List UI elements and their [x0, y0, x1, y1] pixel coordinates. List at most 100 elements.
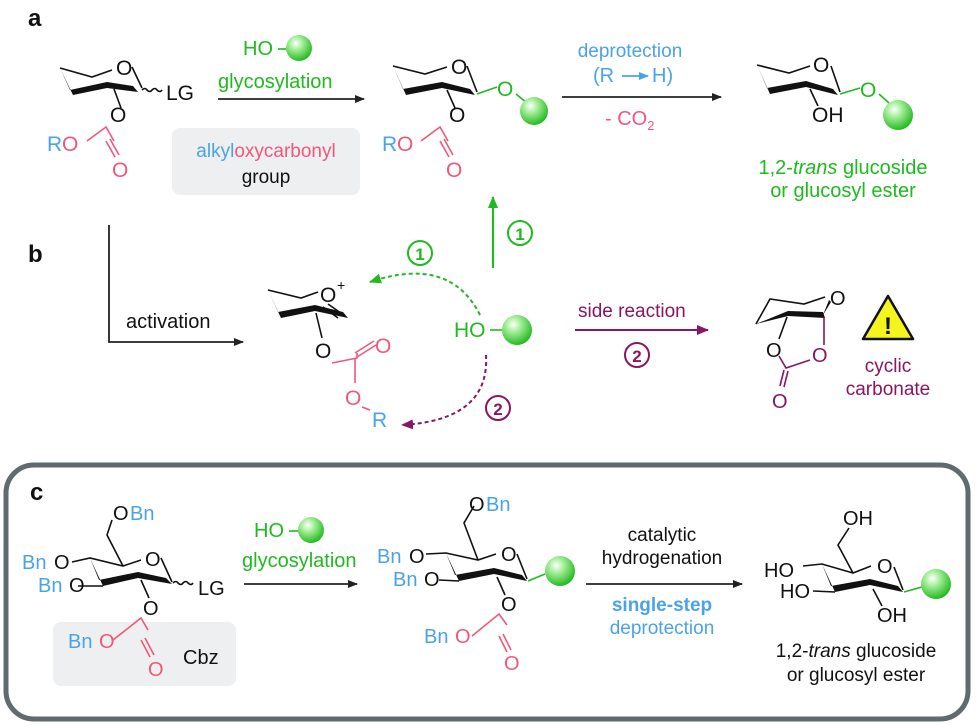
- intermediate-molecule-c: O Bn Bn O Bn O O O Bn O O: [377, 494, 575, 675]
- ring-oxygen: O: [813, 54, 829, 77]
- single-step-label: single-step: [612, 595, 712, 616]
- positive-charge: +: [337, 277, 345, 293]
- acceptor-ball-icon: [502, 315, 532, 345]
- condition-glycosylation: glycosylation: [242, 550, 357, 572]
- carbonate-caption-line1: cyclic: [865, 356, 911, 377]
- path2-badge-number: 2: [493, 400, 502, 419]
- ho4-label: HO: [764, 560, 794, 582]
- panel-c-label: c: [30, 479, 43, 506]
- r-to-h-close: H): [652, 65, 673, 87]
- leaving-group-label: LG: [166, 82, 194, 105]
- bn3-label: Bn: [38, 575, 62, 597]
- path2-badge: [485, 395, 511, 421]
- o-left: O: [766, 340, 782, 362]
- o2-label: O: [143, 598, 159, 620]
- catalytic-label: catalytic: [628, 525, 697, 546]
- path1-up-badge: [507, 220, 533, 246]
- bn6-label: Bn: [130, 503, 154, 525]
- o-right: O: [812, 345, 828, 367]
- path1-up-badge-number: 1: [515, 225, 524, 244]
- intermediate-molecule-a: O O O R O O: [382, 56, 548, 182]
- ester-oxygen: O: [397, 133, 413, 156]
- alkyloxycarbonyl-box: alkyloxycarbonyl group: [172, 128, 360, 195]
- bn-ester-label: Bn: [68, 631, 92, 653]
- glycosidic-oxygen: O: [860, 79, 876, 102]
- ring-oxygen: O: [145, 549, 161, 571]
- cyclic-carbonate: O O O O cyclic carbonate: [755, 288, 931, 413]
- o2-label: O: [449, 104, 465, 127]
- deprotection-step-a: deprotection (R H) - CO2: [562, 41, 722, 133]
- r-to-h-open: (R: [593, 65, 614, 87]
- ring-oxygen: O: [877, 556, 893, 578]
- box-line2: group: [242, 167, 291, 188]
- minus-co2-label: - CO2: [605, 108, 654, 133]
- ring-oxygen: O: [451, 56, 467, 79]
- product-caption-line2: or glucosyl ester: [787, 665, 926, 686]
- deprotection-label: deprotection: [578, 41, 683, 62]
- carbonyl-oxygen: O: [446, 159, 462, 182]
- carbonyl-oxygen: O: [112, 159, 128, 182]
- panel-b-label: b: [28, 241, 43, 268]
- bn6-label: Bn: [486, 494, 510, 516]
- donor-molecule-c: O Bn Bn O Bn O O LG O Bn O O Cbz: [22, 503, 225, 681]
- activation-step: activation: [108, 225, 244, 346]
- carbonyl-oxygen: O: [504, 653, 520, 675]
- oxonium-oxygen: O: [320, 284, 336, 307]
- bn3-label: Bn: [393, 569, 417, 591]
- glycosylation-step-c: HO glycosylation: [242, 517, 358, 588]
- acceptor-ball-icon: [520, 97, 548, 125]
- r-group-label: R: [372, 409, 387, 432]
- oxocarbenium-ion: O + O O O R: [267, 277, 391, 432]
- hydrogenation-label: hydrogenation: [602, 548, 722, 569]
- path1-badge: [407, 240, 433, 266]
- donor-molecule-a: O LG O R O O: [47, 57, 194, 182]
- side-reaction-badge-number: 2: [632, 347, 641, 366]
- acceptor-ball-icon: [545, 556, 575, 586]
- warning-icon: !: [861, 294, 915, 341]
- carbonyl-oxygen: O: [148, 659, 164, 681]
- ho3-label: HO: [780, 581, 810, 603]
- carbonyl-oxygen: O: [772, 391, 788, 413]
- hydrogenation-step-c: catalytic hydrogenation single-step depr…: [586, 525, 743, 639]
- acceptor-ball-icon: [298, 517, 324, 543]
- activation-label: activation: [126, 311, 211, 333]
- cbz-box: [53, 622, 236, 686]
- carbonyl-oxygen: O: [375, 335, 391, 358]
- ester-oxygen: O: [62, 133, 78, 156]
- ring-oxygen: O: [501, 544, 517, 566]
- oh6-label: OH: [843, 508, 873, 530]
- ester-oxygen: O: [345, 387, 361, 410]
- acceptor-ball-icon: [883, 100, 913, 130]
- ring-oxygen: O: [116, 57, 132, 80]
- glycosylation-step-a: HO glycosylation: [218, 35, 365, 103]
- reagent-ho: HO: [243, 38, 273, 60]
- oh-label: OH: [812, 104, 844, 127]
- path1-badge-number: 1: [415, 245, 424, 264]
- r-group-label: R: [382, 133, 397, 156]
- reagent-ho: HO: [254, 520, 284, 542]
- path1-dashed-arrow: [369, 272, 481, 316]
- oh2-label: OH: [877, 605, 907, 627]
- bn-ester-label: Bn: [424, 626, 448, 648]
- o2-label: O: [501, 594, 517, 616]
- carbonate-caption-line2: carbonate: [846, 379, 931, 400]
- side-reaction-step: side reaction 2: [575, 301, 709, 368]
- r-group-label: R: [47, 133, 62, 156]
- glycosidic-oxygen: O: [497, 78, 513, 101]
- ester-oxygen: O: [455, 626, 471, 648]
- ring-oxygen: O: [830, 288, 846, 310]
- nucleophile: HO: [454, 315, 532, 345]
- nucleophile-ho: HO: [454, 319, 486, 342]
- product-caption-line1: 1,2-trans glucoside: [759, 157, 928, 179]
- product-caption-line1: 1,2-trans glucoside: [776, 641, 937, 662]
- o4-label: O: [54, 552, 70, 574]
- side-reaction-badge: [624, 342, 650, 368]
- o4-label: O: [409, 546, 425, 568]
- o6-label: O: [469, 494, 485, 516]
- o3-label: O: [424, 569, 440, 591]
- cbz-label: Cbz: [183, 647, 219, 669]
- o6-label: O: [113, 503, 129, 525]
- leaving-group-label: LG: [198, 578, 225, 600]
- condition-glycosylation: glycosylation: [218, 71, 333, 93]
- activation-arrow: [108, 225, 244, 346]
